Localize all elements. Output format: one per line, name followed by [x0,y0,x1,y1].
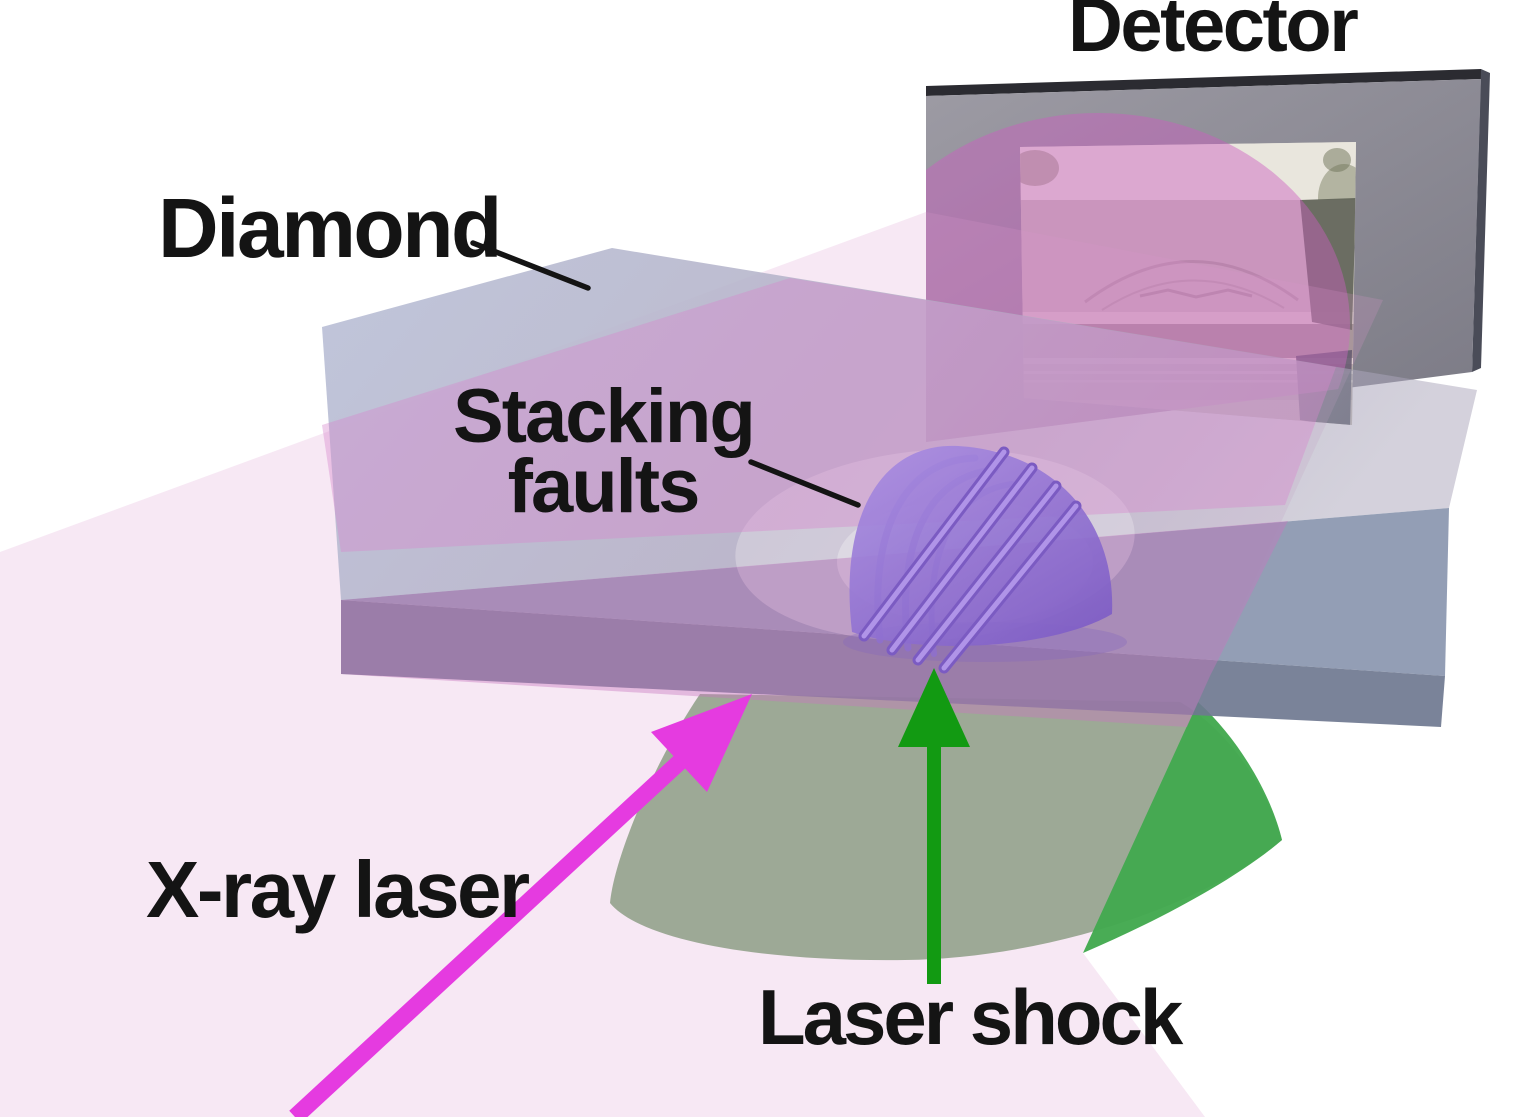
xray-laser-arrow [289,694,752,1117]
laser-shock-arrow [898,668,970,984]
label-xray-laser: X-ray laser [146,845,530,934]
label-diamond: Diamond [158,181,502,275]
diamond-top-face [322,248,1477,600]
beam-tint-top-face [322,278,1336,552]
label-stacking-faults-line2: faults [507,443,701,529]
diamond-leader-line [470,240,591,291]
label-laser-shock: Laser shock [758,973,1183,1061]
laser-shock-cone [610,694,1282,961]
stacking-faults-structure [843,445,1127,674]
detector-right-edge [1472,69,1490,372]
label-stacking-faults-line1: Stacking [453,374,756,459]
detector-top-edge [926,69,1481,96]
cone-bright-part [1083,702,1282,953]
stacking-faults-leader-line [748,459,861,508]
diamond-bottom-edge-band [341,600,1445,727]
label-detector: Detector [1068,0,1359,68]
fault-planes [858,446,1082,674]
label-stacking-faults: Stacking faults [453,374,756,529]
